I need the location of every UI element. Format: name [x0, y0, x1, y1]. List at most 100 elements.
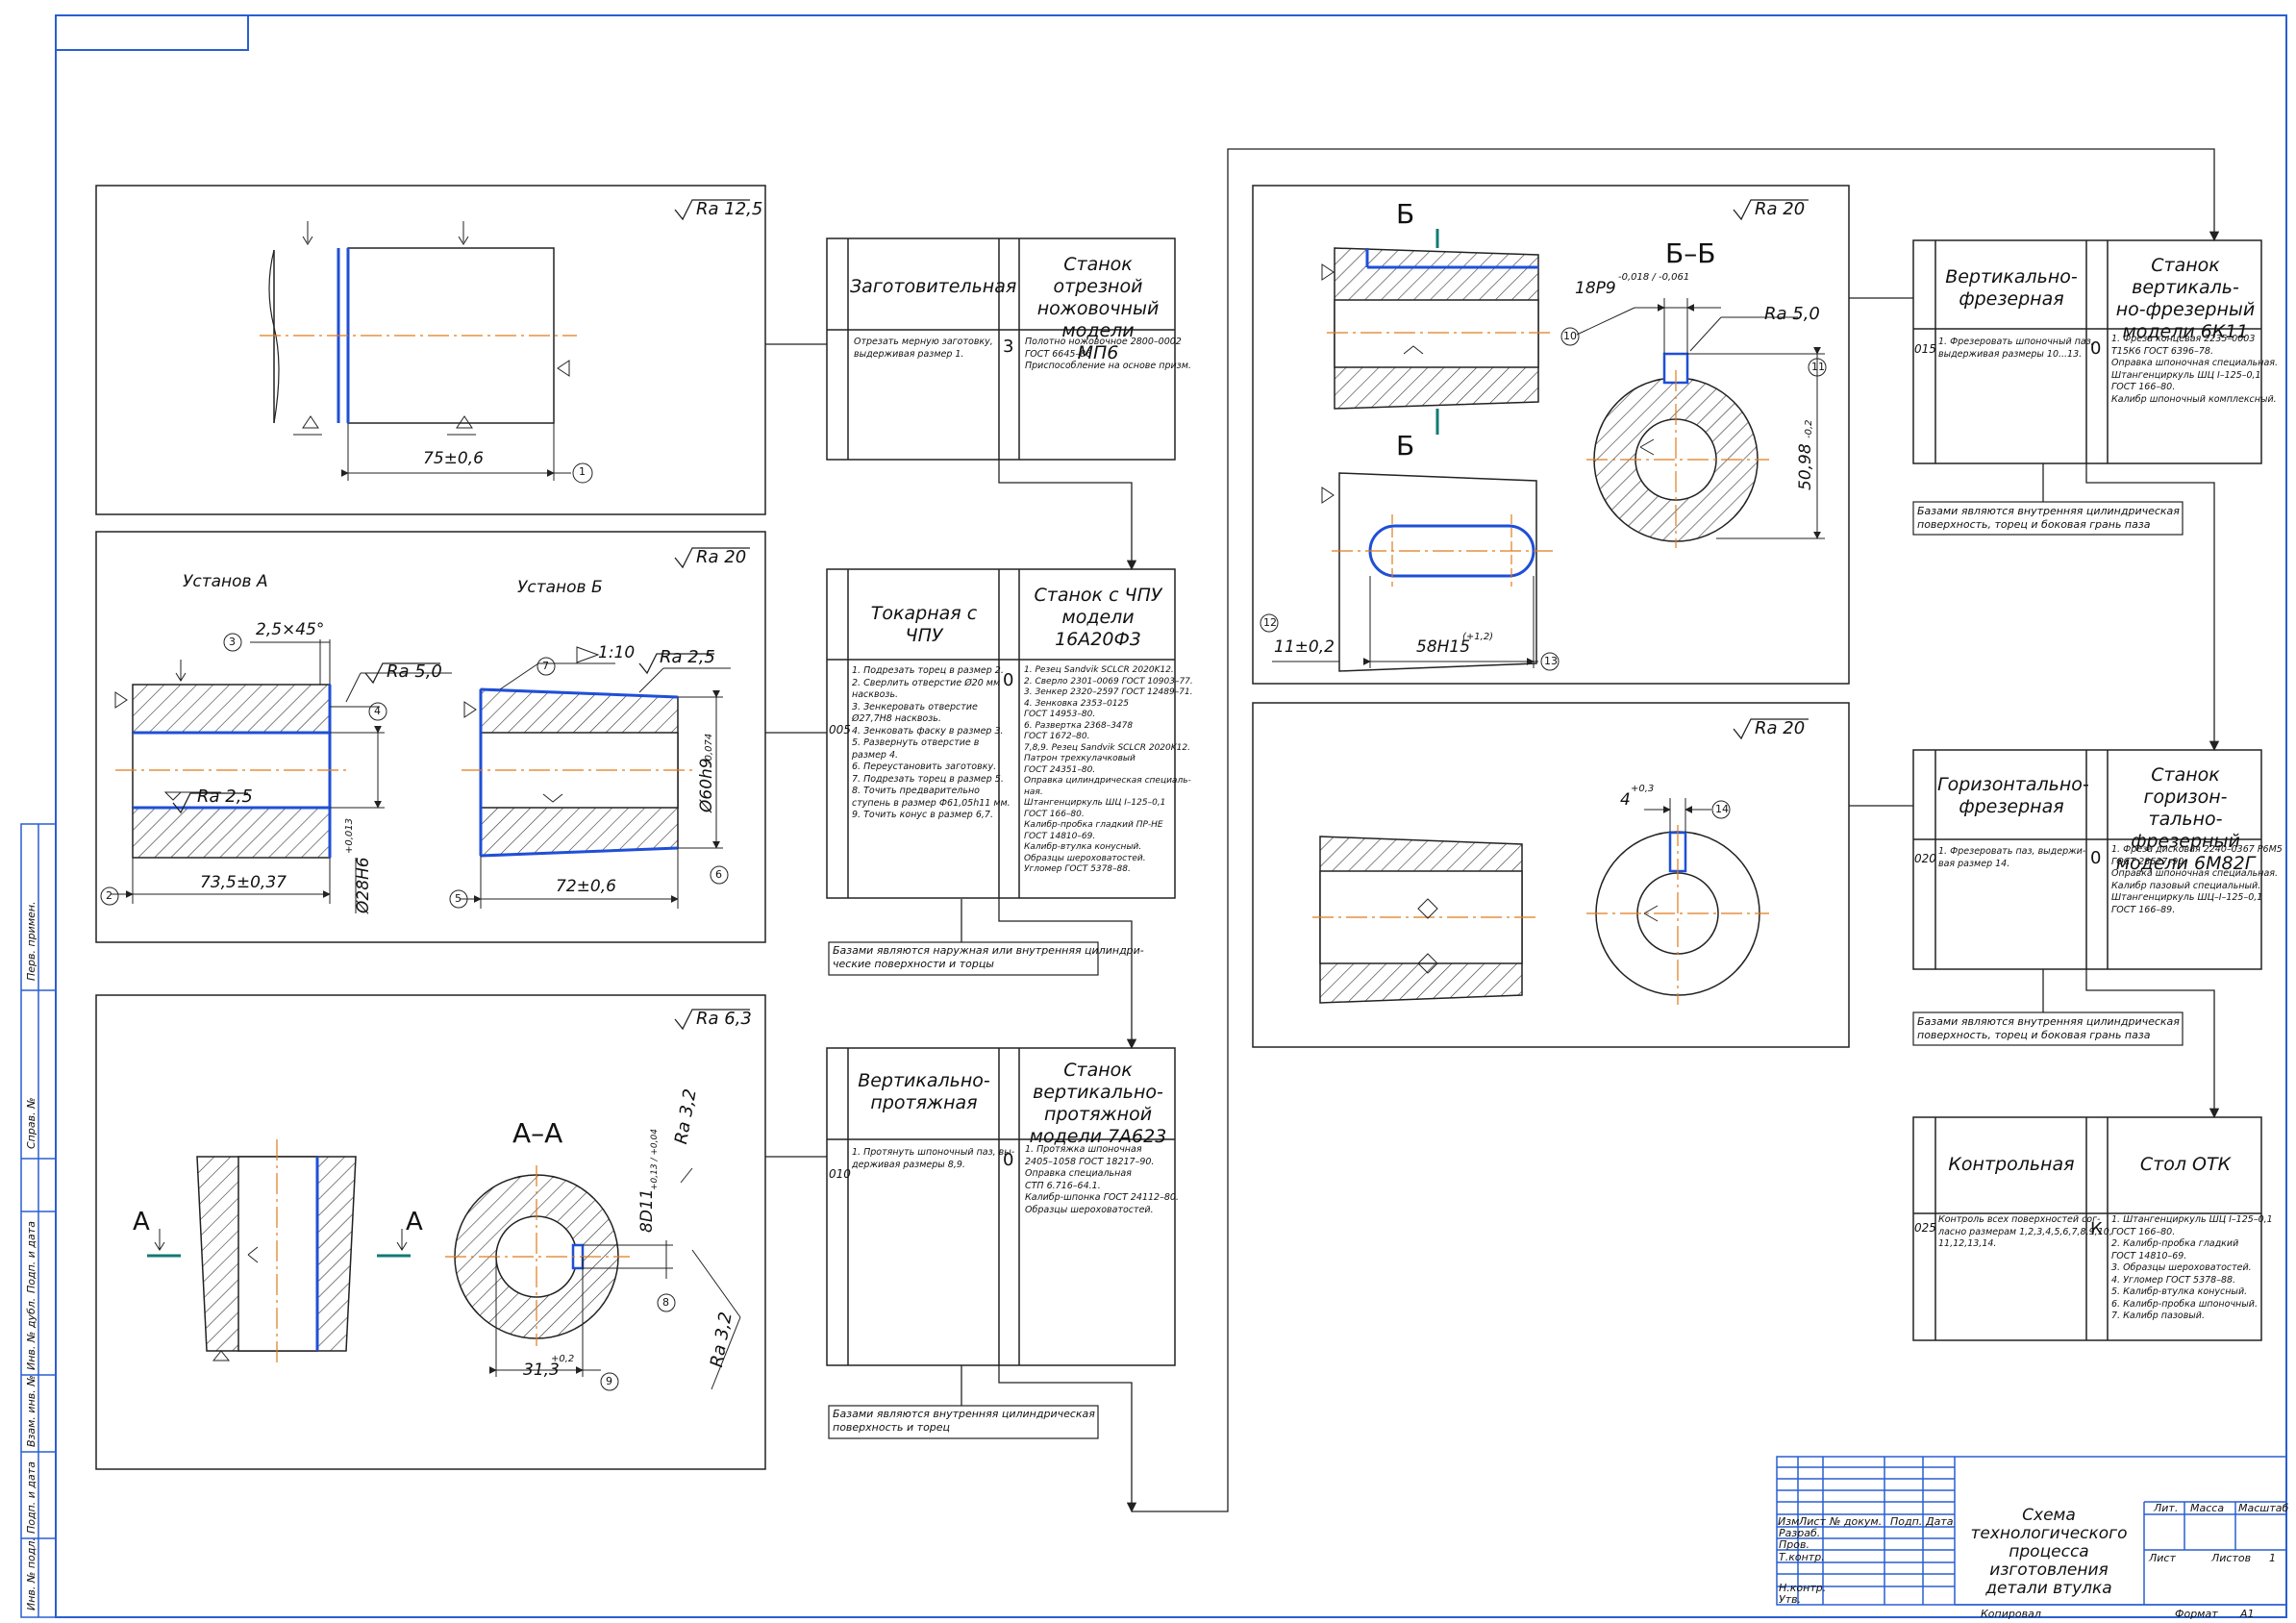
op-machine: Станок отрезной ножовочный модели МП6: [1036, 254, 1160, 363]
tb-role: Т.контр.: [1779, 1551, 1825, 1563]
side-stamp: [20, 823, 57, 1618]
callout-2: 2: [106, 889, 112, 902]
callout-12: 12: [1263, 616, 1277, 629]
op-content: 1. Протянуть шпоночный паз, вы- держивая…: [852, 1147, 1015, 1170]
op-content: 1. Фрезеровать паз, выдержи- вая размер …: [1938, 846, 2086, 869]
op-name: Горизонтально- фрезерная: [1937, 774, 2089, 817]
bases-boxes: [828, 501, 2184, 1439]
dim-bore-28: Ø28H6: [354, 857, 373, 913]
op-tools: Полотно ножовочное 2800–0002 ГОСТ 6645–8…: [1025, 337, 1191, 371]
side-stamp-label: Инв. № дубл.: [25, 1297, 37, 1370]
side-stamp-label: Перв. примен.: [25, 901, 37, 981]
dim-taper: 1:10: [598, 643, 636, 662]
dim-slot-31-3: 31,3: [523, 1361, 560, 1380]
op-name: Токарная с ЧПУ: [870, 603, 978, 646]
tb-ndoc: № докум.: [1830, 1515, 1883, 1528]
callout-7: 7: [542, 660, 549, 672]
roughness-label-keyway: Ra 5,0: [1764, 304, 1820, 324]
tb-format-value: А1: [2240, 1608, 2255, 1620]
tb-masshtab: Масштаб: [2238, 1502, 2289, 1514]
tb-data: Дата: [1926, 1515, 1954, 1528]
op-tools: 1. Резец Sandvik SCLCR 2020K12. 2. Сверл…: [1024, 665, 1193, 874]
op-name: Контрольная: [1948, 1154, 2075, 1175]
op-content: 1. Подрезать торец в размер 2. 2. Сверли…: [852, 665, 1011, 820]
op-bases: Базами являются наружная или внутренняя …: [833, 944, 1144, 970]
tb-role: Пров.: [1779, 1538, 1809, 1551]
side-stamp-label: Взам. инв. №: [25, 1375, 37, 1447]
operation-boxes: [826, 237, 2262, 1366]
op-tool-mark: 0: [2090, 848, 2102, 868]
op-machine: Станок с ЧПУ модели 16А20Ф3: [1034, 585, 1162, 650]
op-name: Заготовительная: [850, 276, 1017, 297]
title-block: [1776, 1456, 2287, 1606]
callout-4: 4: [374, 705, 381, 717]
sketch-panel-broaching: [95, 994, 766, 1470]
callout-11: 11: [1811, 361, 1825, 373]
callout-9: 9: [606, 1375, 612, 1387]
side-stamp-label: Подп. и дата: [25, 1221, 37, 1293]
dim-bore-28-tol: +0,013: [344, 817, 355, 854]
op-name: Вертикально- фрезерная: [1945, 266, 2078, 310]
op-tools: 1. Штангенциркуль ШЦ I–125–0,1 ГОСТ 166–…: [2111, 1214, 2273, 1321]
roughness-label-turning: Ra 20: [696, 547, 747, 567]
op-tool-mark: 0: [1003, 1150, 1014, 1170]
dim-length-72: 72±0,6: [556, 877, 616, 896]
roughness-label-bore: Ra 5,0: [387, 662, 442, 682]
dim-slot-8-tol: +0,13 / +0,04: [650, 1129, 660, 1190]
section-label-b-top: Б: [1396, 198, 1415, 230]
dim-chamfer: 2,5×45°: [256, 620, 325, 639]
op-bases: Базами являются внутренняя цилиндрическа…: [833, 1408, 1095, 1434]
sketch-panel-turning: [95, 531, 766, 943]
op-bases: Базами являются внутренняя цилиндрическа…: [1917, 505, 2180, 531]
op-code: 025: [1914, 1221, 1936, 1235]
op-tools: 1. Фреза концевая 2235–0003 Т15К6 ГОСТ 6…: [2111, 334, 2279, 405]
callout-3: 3: [229, 636, 236, 648]
dim-depth-50-98-tol: -0,2: [1804, 419, 1814, 438]
dim-keyway-11: 11±0,2: [1274, 637, 1335, 657]
tb-sheets-count: 1: [2269, 1552, 2276, 1564]
setup-b-title: Установ Б: [517, 578, 603, 597]
callout-13: 13: [1544, 655, 1558, 667]
sketch-panel-milling-horizontal: [1252, 702, 1850, 1048]
dim-length-75: 75±0,6: [423, 449, 484, 468]
roughness-label-bore-a: Ra 2,5: [197, 787, 253, 807]
title-block-title: Схема технологического процесса изготовл…: [1970, 1506, 2128, 1598]
dim-keyway-18-tol: -0,018 / -0,061: [1618, 272, 1690, 283]
op-tool-mark: К: [2090, 1219, 2103, 1239]
dim-slot-8: 8D11: [637, 1188, 657, 1233]
tb-role: Н.контр.: [1779, 1582, 1827, 1594]
callout-6: 6: [715, 868, 722, 881]
callout-8: 8: [662, 1296, 669, 1309]
op-tool-mark: 3: [1003, 337, 1014, 357]
tb-format: Формат: [2175, 1608, 2218, 1620]
tb-sheets: Листов: [2211, 1552, 2252, 1564]
op-tool-mark: 0: [1003, 670, 1014, 690]
sheet-frame: [55, 14, 2287, 1618]
roughness-signs: [172, 199, 1809, 1031]
dim-keyway-58: 58H15: [1416, 637, 1471, 657]
callout-1: 1: [579, 465, 586, 478]
roughness-label-broaching: Ra 6,3: [696, 1009, 752, 1029]
op-content: 1. Фрезеровать шпоночный паз, выдерживая…: [1938, 337, 2094, 360]
dim-slot-31-3-tol: +0,2: [551, 1354, 575, 1364]
dim-keyway-58-tol: (+1,2): [1462, 632, 1494, 642]
callout-14: 14: [1715, 803, 1729, 815]
callout-10: 10: [1563, 330, 1577, 342]
op-tool-mark: 0: [2090, 338, 2102, 359]
op-machine: Станок вертикально- протяжной модели 7А6…: [1029, 1060, 1167, 1147]
setup-a-title: Установ А: [183, 572, 268, 591]
section-label-bb: Б–Б: [1665, 237, 1716, 269]
section-label-aa: А–А: [512, 1117, 563, 1149]
op-code: 005: [829, 723, 851, 737]
sketch-panel-blank: [95, 185, 766, 515]
roughness-label-taper: Ra 2,5: [660, 647, 715, 667]
op-code: 010: [829, 1167, 851, 1181]
side-stamp-label: Инв. № подл.: [25, 1537, 37, 1611]
op-code: 015: [1914, 342, 1936, 356]
roughness-label-milling-h: Ra 20: [1755, 718, 1806, 738]
dim-slot-4-tol: +0,3: [1631, 784, 1655, 794]
section-arrow-a-right: A: [406, 1208, 423, 1236]
tb-massa: Масса: [2190, 1502, 2225, 1514]
callout-5: 5: [455, 892, 462, 905]
